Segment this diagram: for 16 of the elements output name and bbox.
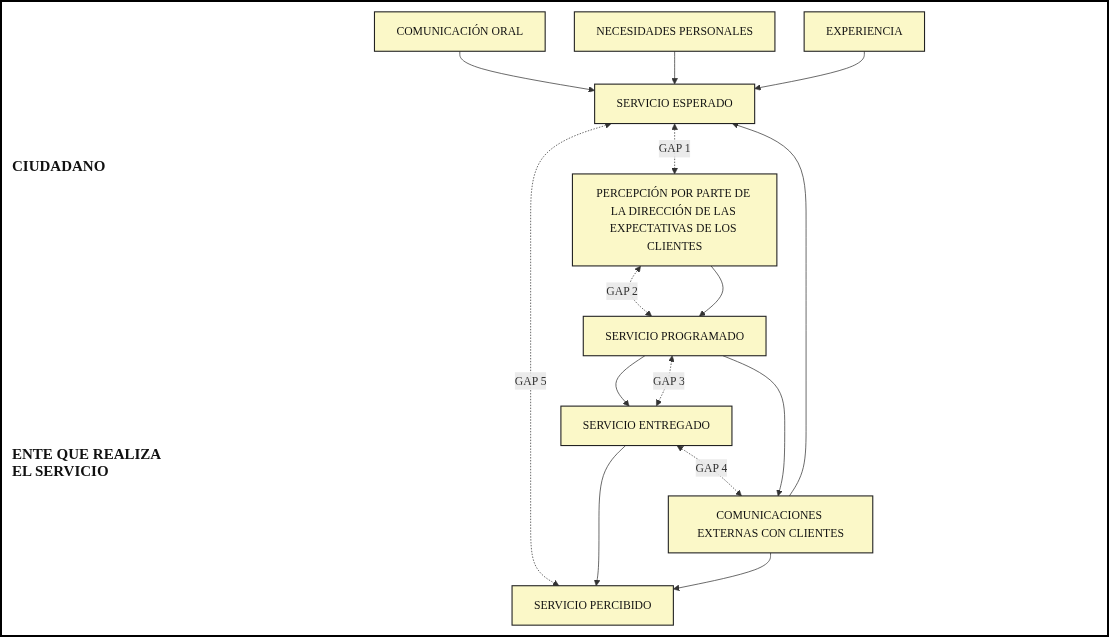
node-box: COMUNICACIÓN ORAL <box>373 11 546 52</box>
edge-label: GAP 3 <box>653 374 685 387</box>
node-box: NECESIDADES PERSONALES <box>573 11 776 52</box>
node-box: SERVICIO ESPERADO <box>594 83 756 125</box>
region-label: CIUDADANO <box>12 157 107 175</box>
node-box: SERVICIO ENTREGADO <box>560 405 733 447</box>
edge-label: GAP 1 <box>658 142 691 155</box>
node-box: EXPERIENCIA <box>803 11 926 52</box>
edge-label: GAP 4 <box>695 461 728 474</box>
node-box: PERCEPCIÓN POR PARTE DE LA DIRECCIÓN DE LAS EXPECTATIVAS DE LOS CLIENTES <box>571 173 778 267</box>
region-label: ENTE QUE REALIZA EL SERVICIO <box>12 445 162 480</box>
node-box: COMUNICACIONES EXTERNAS CON CLIENTES <box>667 495 874 554</box>
node-box: SERVICIO PROGRAMADO <box>582 315 767 357</box>
node-box: SERVICIO PERCIBIDO <box>511 585 674 626</box>
edge-label: GAP 5 <box>514 374 547 387</box>
edge-label: GAP 2 <box>606 284 638 297</box>
